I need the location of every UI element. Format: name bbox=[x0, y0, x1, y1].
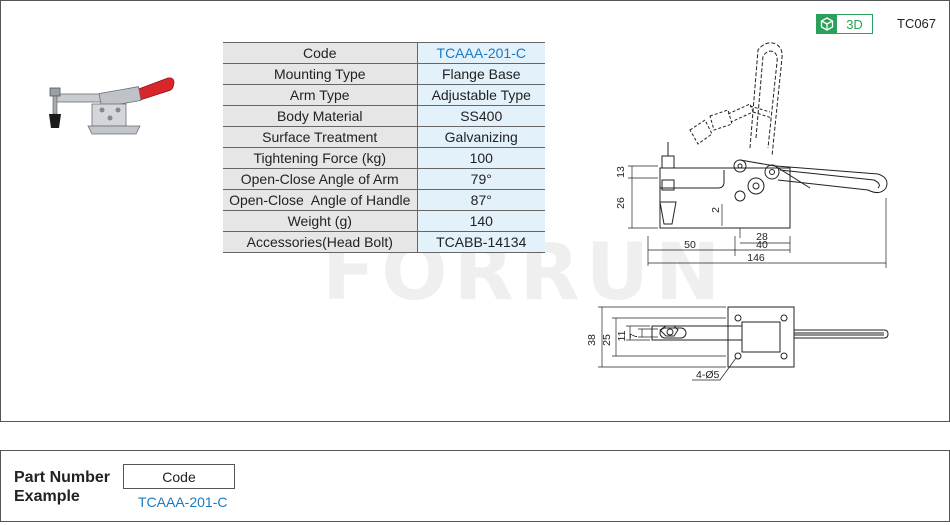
spec-row-arm-type: Arm Type Adjustable Type bbox=[223, 84, 545, 106]
spec-row-accessories: Accessories(Head Bolt) TCABB-14134 bbox=[223, 231, 545, 253]
spec-value: Flange Base bbox=[417, 63, 545, 85]
view-3d-label: 3D bbox=[846, 16, 863, 32]
spec-row-tightening-force: Tightening Force (kg) 100 bbox=[223, 147, 545, 169]
dim-50: 50 bbox=[684, 239, 696, 251]
spec-key: Tightening Force (kg) bbox=[223, 147, 418, 169]
model-code: TC067 bbox=[897, 16, 937, 31]
spec-row-weight: Weight (g) 140 bbox=[223, 210, 545, 232]
dim-25: 25 bbox=[601, 334, 613, 346]
part-number-value[interactable]: TCAAA-201-C bbox=[138, 494, 228, 510]
spec-row-handle-angle: Open-Close Angle of Handle 87° bbox=[223, 189, 545, 211]
dim-holes: 4-Ø5 bbox=[696, 369, 720, 381]
spec-value: 140 bbox=[417, 210, 545, 232]
spec-value: 87° bbox=[417, 189, 545, 211]
dim-38: 38 bbox=[586, 334, 598, 346]
side-view-drawing: 13 26 2 28 40 50 146 bbox=[615, 42, 888, 268]
spec-value[interactable]: TCAAA-201-C bbox=[417, 42, 545, 64]
spec-row-arm-angle: Open-Close Angle of Arm 79° bbox=[223, 168, 545, 190]
dim-146: 146 bbox=[747, 252, 765, 264]
spec-key: Mounting Type bbox=[223, 63, 418, 85]
part-number-title: Part Number Example bbox=[14, 468, 110, 506]
spec-value: SS400 bbox=[417, 105, 545, 127]
spec-row-body-material: Body Material SS400 bbox=[223, 105, 545, 127]
spec-key: Surface Treatment bbox=[223, 126, 418, 148]
spec-key: Body Material bbox=[223, 105, 418, 127]
spec-key: Weight (g) bbox=[223, 210, 418, 232]
spec-key: Open-Close Angle of Handle bbox=[223, 189, 418, 211]
view-3d-button[interactable]: 3D bbox=[816, 14, 873, 34]
dim-13: 13 bbox=[615, 166, 627, 178]
dim-11: 11 bbox=[616, 330, 628, 341]
spec-row-code: Code TCAAA-201-C bbox=[223, 42, 545, 64]
dim-26: 26 bbox=[615, 197, 627, 209]
top-view-drawing: 38 25 11 7 4-Ø5 bbox=[586, 306, 889, 381]
spec-value: TCABB-14134 bbox=[417, 231, 545, 253]
spec-value: 79° bbox=[417, 168, 545, 190]
part-number-panel bbox=[0, 450, 950, 522]
spec-key: Arm Type bbox=[223, 84, 418, 106]
spec-value: Adjustable Type bbox=[417, 84, 545, 106]
part-number-title-line1: Part Number bbox=[14, 469, 111, 486]
spec-table: Code TCAAA-201-C Mounting Type Flange Ba… bbox=[223, 42, 545, 253]
cube-icon bbox=[817, 15, 837, 33]
spec-row-mounting-type: Mounting Type Flange Base bbox=[223, 63, 545, 85]
spec-key: Code bbox=[223, 42, 418, 64]
spec-value: Galvanizing bbox=[417, 126, 545, 148]
part-number-code-box: Code bbox=[123, 464, 235, 489]
dim-7: 7 bbox=[628, 333, 640, 339]
spec-key: Accessories(Head Bolt) bbox=[223, 231, 418, 253]
dim-40: 40 bbox=[756, 239, 768, 251]
spec-value: 100 bbox=[417, 147, 545, 169]
dim-28: 28 bbox=[756, 231, 768, 243]
spec-row-surface-treatment: Surface Treatment Galvanizing bbox=[223, 126, 545, 148]
dim-2: 2 bbox=[710, 207, 722, 213]
product-photo bbox=[49, 77, 175, 135]
spec-key: Open-Close Angle of Arm bbox=[223, 168, 418, 190]
part-number-title-line2: Example bbox=[14, 488, 80, 505]
